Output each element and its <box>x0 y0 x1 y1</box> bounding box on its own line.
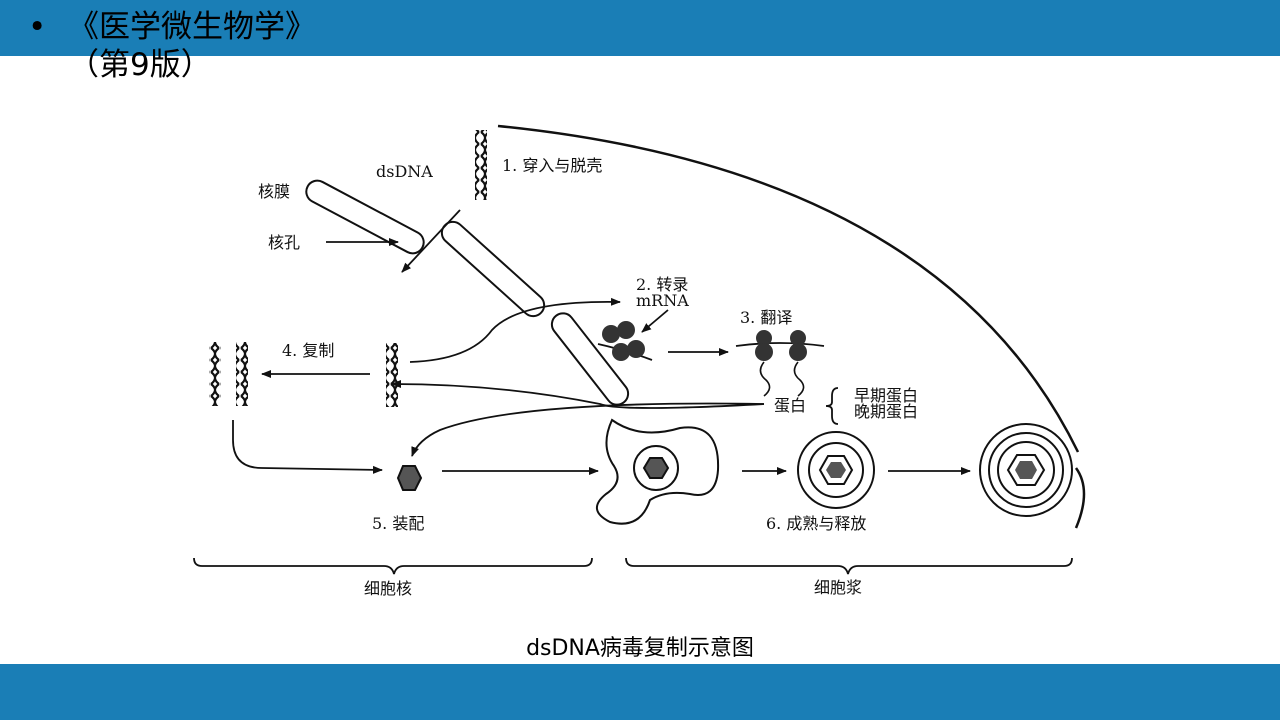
dsdna-label: dsDNA <box>376 162 433 181</box>
peptide-1 <box>759 361 771 397</box>
step4-label: 4. 复制 <box>282 341 334 360</box>
protein-label: 蛋白 <box>774 396 806 415</box>
translation-mrna <box>735 342 825 347</box>
early-protein-label: 早期蛋白 <box>854 386 918 405</box>
nuclear-membrane-mid <box>440 220 546 318</box>
dsdna-helix-copy-2 <box>236 342 248 406</box>
arrow-protein-to-nucleus <box>391 380 765 409</box>
arrow-to-assembly <box>232 420 383 474</box>
nuclear-membrane-lower <box>550 312 630 406</box>
ribosome-6 <box>755 343 773 361</box>
ribosome-8 <box>789 343 807 361</box>
nucleus-label: 细胞核 <box>364 579 412 598</box>
cell-membrane <box>497 124 1080 453</box>
protein-brace <box>825 387 839 425</box>
top-band <box>0 0 1280 56</box>
ribosome-4 <box>627 340 645 358</box>
mature-virion-core <box>826 462 846 478</box>
ribosome-2 <box>617 321 635 339</box>
ribosome-3 <box>612 343 630 361</box>
cell-membrane-lower <box>1074 467 1086 529</box>
released-virion-core <box>1015 461 1037 479</box>
arrow-entry <box>401 209 461 273</box>
nuclear-pore-label: 核孔 <box>268 233 300 252</box>
bullet: • <box>28 9 47 45</box>
arrow-mrna <box>641 309 669 333</box>
late-protein-label: 晚期蛋白 <box>854 402 918 421</box>
figure-caption: dsDNA病毒复制示意图 <box>526 636 754 661</box>
slide-title: • 《医学微生物学》 （第9版） <box>28 8 316 84</box>
bottom-band <box>0 664 1280 720</box>
ribosome-5 <box>756 330 772 346</box>
dsdna-helix-copy-1 <box>209 342 221 406</box>
nuclear-membrane-label: 核膜 <box>258 182 290 201</box>
dsdna-helix-template <box>386 343 398 407</box>
step5-label: 5. 装配 <box>372 514 424 533</box>
ribosome-1 <box>602 325 620 343</box>
nuclear-membrane-upper <box>305 179 425 255</box>
capsid-assembly <box>396 465 423 491</box>
ribosome-7 <box>790 330 806 346</box>
peptide-2 <box>793 361 805 397</box>
arrow-transcription <box>409 297 621 363</box>
mrna-label: mRNA <box>636 291 689 310</box>
title-line2: （第9版） <box>68 47 212 83</box>
cytoplasm-brace <box>625 557 1073 575</box>
budding-virion-capsid <box>642 457 670 479</box>
cytoplasm-label: 细胞浆 <box>814 578 862 597</box>
step2-label: 2. 转录 <box>636 275 688 294</box>
step1-label: 1. 穿入与脱壳 <box>502 156 602 175</box>
step6-label: 6. 成熟与释放 <box>766 514 866 533</box>
arrow-late-protein <box>411 402 765 457</box>
dsdna-helix-entry <box>475 130 487 200</box>
step3-label: 3. 翻译 <box>740 308 792 327</box>
nucleus-brace <box>193 557 593 575</box>
title-line1: 《医学微生物学》 <box>68 9 316 45</box>
